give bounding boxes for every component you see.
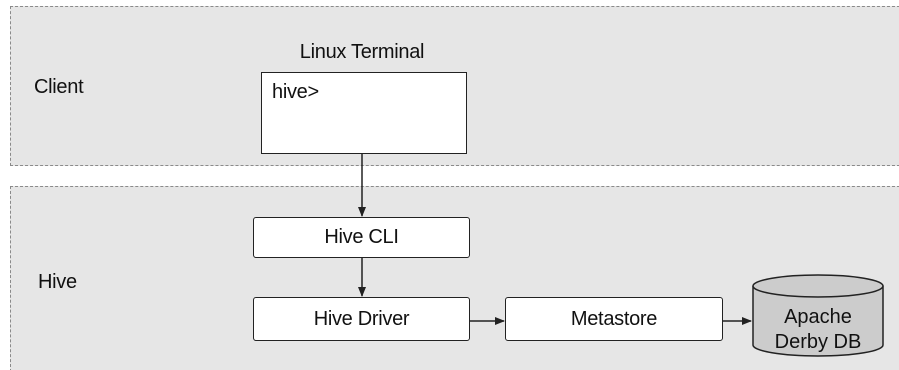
terminal-window: hive> <box>261 72 467 154</box>
hive-driver-label: Hive Driver <box>313 307 410 330</box>
hive-layer <box>10 186 899 370</box>
terminal-prompt: hive> <box>272 81 319 103</box>
hive-cli-box: Hive CLI <box>253 217 470 258</box>
client-layer-label: Client <box>34 76 84 98</box>
metastore-label: Metastore <box>570 307 658 330</box>
metastore-box: Metastore <box>505 297 723 341</box>
hive-driver-box: Hive Driver <box>253 297 470 341</box>
hive-cli-label: Hive CLI <box>324 226 399 248</box>
terminal-title: Linux Terminal <box>299 41 425 63</box>
hive-layer-label: Hive <box>38 271 77 293</box>
